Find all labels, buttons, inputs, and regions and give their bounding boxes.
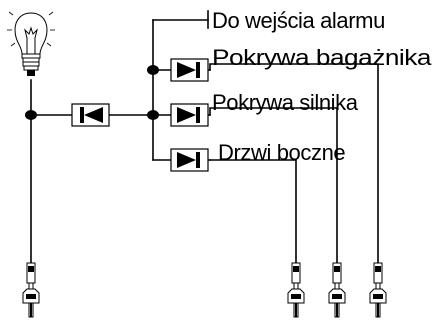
light-bulb-icon bbox=[7, 11, 55, 76]
junction-nodes bbox=[25, 65, 159, 120]
label-trunk-lid: Pokrywa bagażnika bbox=[212, 45, 432, 70]
wire-doors-right bbox=[209, 159, 297, 266]
diode-icon bbox=[71, 103, 110, 127]
diode-icon bbox=[170, 58, 209, 82]
node-bus-top bbox=[147, 65, 159, 75]
diode-icon bbox=[170, 148, 209, 172]
connectors bbox=[22, 262, 387, 318]
wire-connector-icon bbox=[328, 262, 346, 318]
wire-connector-icon bbox=[22, 262, 40, 318]
node-bus-mid bbox=[147, 110, 159, 120]
label-alarm-input: Do wejścia alarmu bbox=[212, 8, 385, 33]
wire-connector-icon bbox=[287, 262, 305, 318]
label-hood: Pokrywa silnika bbox=[212, 90, 359, 115]
wire-connector-icon bbox=[369, 262, 387, 318]
diode-icon bbox=[170, 103, 209, 127]
wire-trunk-right bbox=[209, 63, 379, 266]
node-left bbox=[25, 110, 37, 120]
label-side-doors: Drzwi boczne bbox=[218, 140, 345, 165]
labels: Do wejścia alarmu Pokrywa bagażnika Pokr… bbox=[212, 8, 433, 165]
wire-hood-right bbox=[209, 107, 338, 266]
